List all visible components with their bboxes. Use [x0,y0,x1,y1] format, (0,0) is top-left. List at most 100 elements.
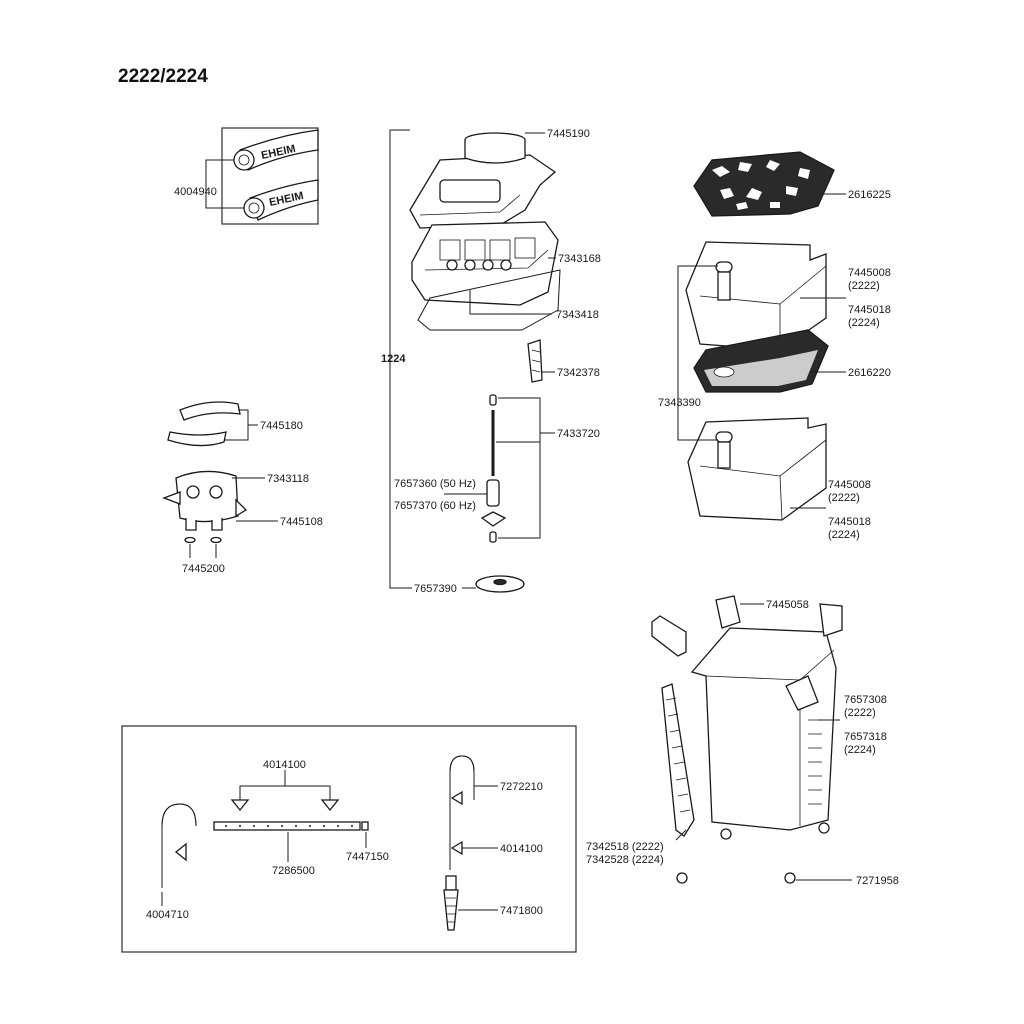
label-7342518: 7342518 (2222) [586,841,664,853]
impeller-cover-hub [493,578,507,586]
canister-foot-4 [784,872,796,884]
connector-lever-right [235,498,248,518]
clip-upper [179,401,241,421]
filter-pad-mid-hole [713,366,735,378]
label-7445008-top: 7445008 [848,267,891,279]
strainer-slots [446,897,456,923]
connector-lever-left [162,491,181,505]
motor-cap-side [464,140,526,164]
basket-lower-stud [717,441,731,469]
label-7657360: 7657360 (50 Hz) [394,478,476,490]
label-7471800: 7471800 [500,905,543,917]
spray-bar-end-cap [361,821,369,831]
label-7445180: 7445180 [260,420,303,432]
label-4004710: 4004710 [146,909,189,921]
label-7447150: 7447150 [346,851,389,863]
bracket-line [389,129,412,589]
accessories-box [121,725,577,953]
label-7445008-bot: 7445008 [828,479,871,491]
pump-head-group: 7445190 7343168 7343418 [409,128,601,331]
label-7272210: 7272210 [500,781,543,793]
o-ring-left [184,536,196,544]
canister-body [690,627,837,831]
basket-upper-stud [717,271,731,301]
hose-lower-end [243,197,265,219]
spray-bar-cup-right [320,799,340,812]
connector-leg-right [211,518,223,531]
connector-port-left [186,485,200,499]
page-title: 2222/2224 [118,66,208,87]
canister-group: 7445058 7657308 (2222) 7657318 (2224) 73… [586,595,899,887]
leader-7445200 [189,544,217,558]
leader-7343418 [469,290,552,315]
leader-4004940 [205,159,244,209]
label-2222-c: (2222) [844,707,876,719]
label-2616225: 2616225 [848,189,891,201]
canister-side-clip [651,615,687,657]
label-7286500: 7286500 [272,865,315,877]
label-7342378: 7342378 [557,367,600,379]
hose-set-box [221,127,319,225]
leader-4014100-top-bracket [239,785,331,800]
filter-basket-lower-group: 7445008 (2222) 7445018 (2224) [687,417,871,541]
impeller-blades [480,511,507,527]
leader-7343390 [677,265,718,441]
outlet-pipe-cup [450,790,463,806]
connector-adapter-group: 7343118 7445108 7445200 [162,470,323,575]
label-4014100-right: 4014100 [500,843,543,855]
label-7657390: 7657390 [414,583,457,595]
bracket-label: 1224 [381,353,406,365]
canister-foot-3 [676,872,688,884]
canister-right-handle [819,603,843,637]
filter-basket-upper-group: 7445008 (2222) 7445018 (2224) [685,241,891,351]
canister-latch [785,675,819,711]
leader-7433720-bracket [498,397,541,539]
filter-pad-mid-group: 2616220 [693,329,891,393]
impeller-group: 7433720 7657360 (50 Hz) 7657370 (60 Hz) [394,394,600,543]
hose-upper-bore [238,154,250,166]
spray-bar [213,821,361,831]
outlet-pipe-cup-lower [450,840,463,856]
label-7343390: 7343390 [658,397,701,409]
hose-upper [239,129,319,171]
label-2616220: 2616220 [848,367,891,379]
clip-lower [167,431,227,447]
label-7445018-top: 7445018 [848,304,891,316]
canister-rib-slots [808,719,822,805]
filter-basket-lower-body [687,417,827,521]
assembly-bracket: 1224 [381,129,412,589]
label-7343118: 7343118 [267,473,309,485]
label-7433720: 7433720 [557,428,600,440]
label-7445108: 7445108 [280,516,323,528]
canister-foot-2 [818,822,830,834]
pump-base-edge [424,249,549,271]
o-ring-right [210,536,222,544]
label-7343168: 7343168 [558,253,601,265]
clip-group: 7445180 [167,401,303,447]
label-2224-c: (2224) [844,744,876,756]
basket-lower-stud-cap [715,431,733,443]
canister-grip-ribs [665,697,691,813]
label-2224-b: (2224) [828,529,860,541]
label-7657370: 7657370 (60 Hz) [394,500,476,512]
pump-base-tubes [446,259,512,271]
canister-top-handle [715,595,741,629]
pump-lid-handle [439,179,501,203]
label-2224-a: (2224) [848,317,880,329]
spray-bar-holes [225,825,353,827]
leader-7342518 [675,829,687,841]
hose-upper-end [233,149,255,171]
intake-pipe [161,803,197,888]
canister-foot-1 [720,828,732,840]
canister-grip [661,683,695,837]
shutter-ribs [531,349,541,373]
outlet-pipe-inner [449,755,475,870]
connector-body [175,470,239,523]
hose-lower [249,179,319,221]
hose-lower-bore [248,202,260,214]
label-4004940: 4004940 [174,186,217,198]
spray-bar-cup-left [230,799,250,812]
impeller-cover-group: 7657390 [414,575,525,595]
label-7342528: 7342528 (2224) [586,854,664,866]
